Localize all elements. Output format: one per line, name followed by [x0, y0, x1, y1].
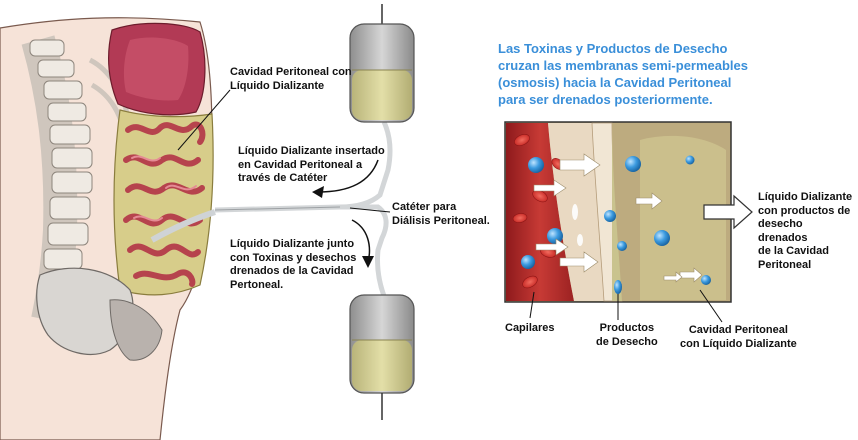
osmosis-panel: [504, 121, 732, 303]
label-capillaries: Capilares: [505, 322, 555, 334]
flow-arrows: [533, 153, 703, 283]
catheter-system: [214, 120, 393, 297]
peritoneal-cavity: [113, 109, 214, 296]
waste-molecules: [521, 155, 711, 294]
label-dialysis-catheter: Catéter para Diálisis Peritoneal.: [392, 201, 490, 227]
label-dialysate-inserted: Líquido Dializante insertado en Cavidad …: [238, 145, 385, 184]
internal-catheter: [150, 209, 216, 243]
outflow-arrow: [703, 194, 753, 230]
osmosis-headline: Las Toxinas y Productos de Desecho cruza…: [498, 41, 749, 107]
right-leader-lines: [529, 289, 723, 323]
label-waste-products: Productos de Desecho: [596, 322, 658, 348]
pelvis: [36, 267, 134, 355]
left-leader-lines: [177, 89, 391, 213]
dialysate-bag-top: [349, 4, 415, 123]
label-dialysate-drained: Líquido Dializante junto con Toxinas y d…: [230, 238, 357, 291]
label-peritoneal-cavity: Cavidad Peritoneal con Líquido Dializant…: [230, 66, 352, 92]
drainage-bag-bottom: [349, 294, 415, 420]
anatomy-illustration: [0, 17, 216, 440]
label-cavity-dialysate: Cavidad Peritoneal con Líquido Dializant…: [680, 324, 797, 350]
label-drained-fluid: Líquido Dializante con productos de dese…: [758, 191, 853, 271]
